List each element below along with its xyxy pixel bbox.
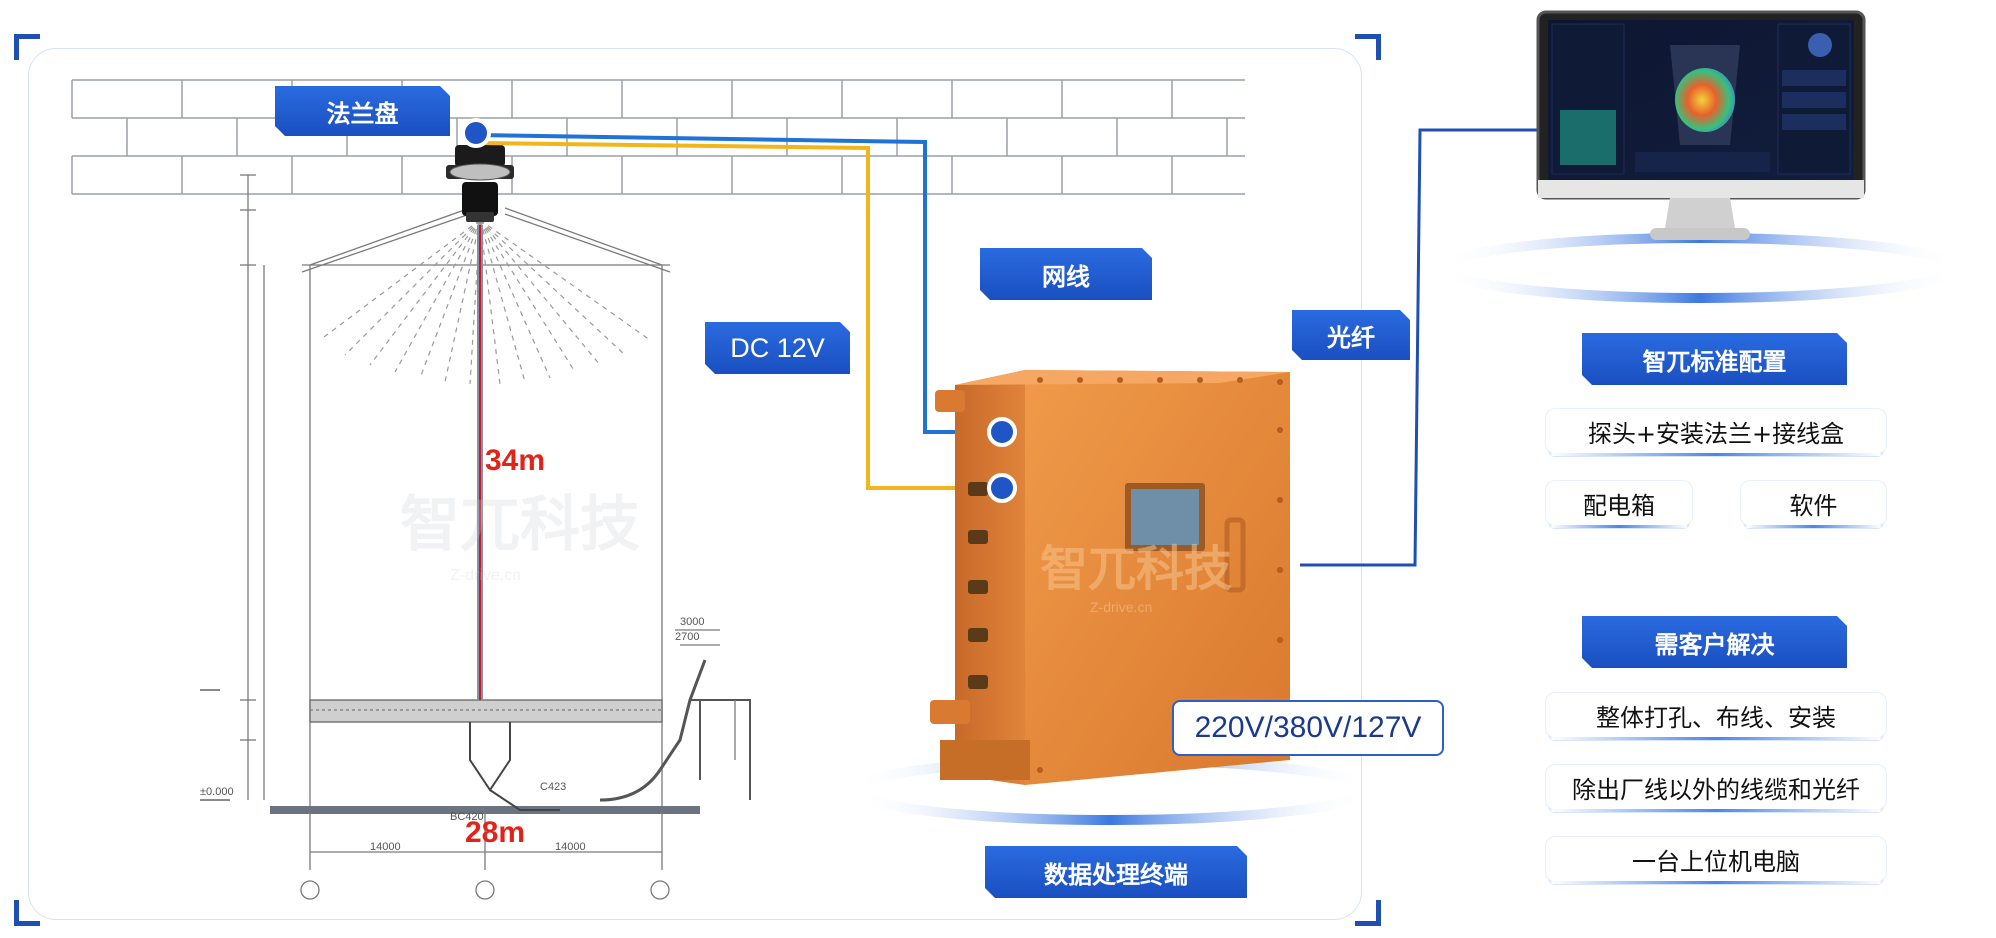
voltage-label: 220V/380V/127V [1172,700,1444,756]
drawing-dimensions: 14000 14000 3000 2700 ±0.000 C423 BC420 [200,616,704,853]
fiber-cable [1300,128,1538,567]
terminal-tag: 数据处理终端 [985,846,1247,898]
power-cable [475,141,985,490]
standard-config-item: 配电箱 [1545,480,1693,528]
dim-c423: C423 [540,781,566,793]
dim-14000-left: 14000 [370,841,401,853]
connector-dot-icon [987,417,1017,447]
dim-14000-right: 14000 [555,841,586,853]
radar-beams [319,219,651,385]
height-label: 34m [485,444,545,477]
flange-tag: 法兰盘 [275,86,450,136]
dim-3000: 3000 [680,616,704,628]
svg-text:智兀科技: 智兀科技 [400,491,640,558]
customer-solution-title: 需客户解决 [1582,616,1847,668]
monitor-icon [1536,10,1866,240]
dim-2700: 2700 [675,631,699,643]
brick-wall [71,79,1245,195]
watermark: 智兀科技 Z-drive.cn [400,491,640,584]
corner-bracket [1355,34,1381,60]
customer-solution-item: 除出厂线以外的线缆和光纤 [1545,764,1887,812]
dim-bc420: BC420 [450,811,484,823]
network-cable-tag: 网线 [980,248,1152,300]
svg-text:智兀科技: 智兀科技 [1040,543,1232,596]
width-label: 28m [465,816,525,849]
network-cable [475,133,985,434]
monitor-platform [1440,233,1960,303]
silo-drawing [200,174,751,900]
flange-sensor-icon [446,145,514,222]
fiber-tag: 光纤 [1292,310,1410,360]
dim-level: ±0.000 [200,786,234,798]
standard-config-title: 智兀标准配置 [1582,333,1847,385]
corner-bracket [14,34,40,60]
data-terminal-box: 智兀科技 Z-drive.cn [930,370,1290,785]
svg-text:Z-drive.cn: Z-drive.cn [1090,599,1152,615]
standard-config-item: 探头+安装法兰+接线盒 [1545,408,1887,456]
svg-text:Z-drive.cn: Z-drive.cn [450,567,521,584]
dc-voltage-tag: DC 12V [705,322,850,374]
corner-bracket [14,900,40,926]
standard-config-item: 软件 [1740,480,1887,528]
connector-dot-icon [987,473,1017,503]
customer-solution-item: 一台上位机电脑 [1545,836,1887,884]
corner-bracket [1355,900,1381,926]
connector-dot-icon [461,118,491,148]
customer-solution-item: 整体打孔、布线、安装 [1545,692,1887,740]
